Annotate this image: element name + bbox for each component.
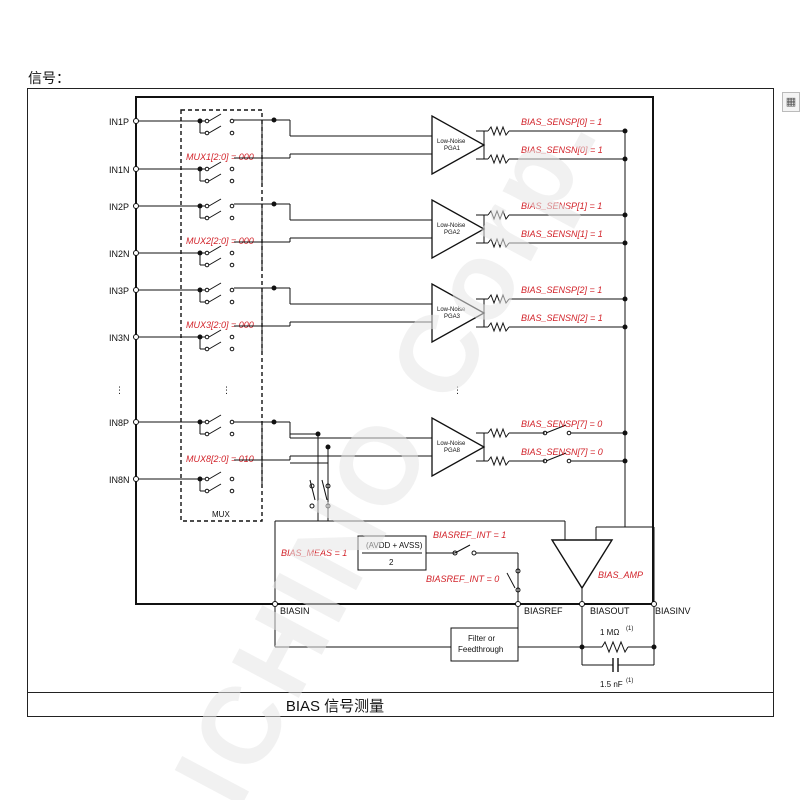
input-pin-label: IN8P — [109, 418, 129, 428]
input-pin-label: IN8N — [109, 475, 130, 485]
biasref-int-0-label: BIASREF_INT = 0 — [426, 574, 499, 584]
bias-amp — [550, 539, 614, 590]
page-label: 信号： — [28, 70, 70, 86]
input-pin — [133, 287, 139, 293]
pga-name: PGA2 — [444, 230, 461, 236]
mux-setting: MUX3[2:0] = 000 — [186, 320, 254, 330]
mux-setting: MUX2[2:0] = 000 — [186, 236, 254, 246]
bias-sens-label: BIAS_SENSP[1] = 1 — [521, 201, 602, 211]
resistor-value: 1 MΩ — [600, 628, 619, 637]
bias-sens-label: BIAS_SENSP[2] = 1 — [521, 285, 602, 295]
pin-biasref: BIASREF — [524, 606, 563, 616]
figure-caption: BIAS 信号测量 — [285, 698, 385, 715]
bias-sens-label: BIAS_SENSP[7] = 0 — [521, 419, 602, 429]
input-pin-label: IN3N — [109, 333, 130, 343]
bias-sens-label: BIAS_SENSN[0] = 1 — [521, 145, 603, 155]
sense-resistor — [487, 321, 510, 333]
feedback-resistor — [601, 640, 629, 654]
capacitor-note: (1) — [626, 678, 633, 684]
inputs-ellipsis: ⋮ — [115, 385, 124, 395]
filter-box — [450, 627, 519, 662]
bias-sens-label: BIAS_SENSP[0] = 1 — [521, 117, 602, 127]
filter-line1: Filter or — [468, 634, 495, 643]
input-pin-label: IN1N — [109, 165, 130, 175]
pga-ellipsis: ⋮ — [453, 385, 462, 395]
pga-name: PGA8 — [444, 448, 461, 454]
input-pin — [133, 250, 139, 256]
mux-setting: MUX1[2:0] = 000 — [186, 152, 254, 162]
sense-resistor — [487, 455, 510, 467]
pga-top-label: Low-Noise — [437, 139, 466, 145]
pin-biasout: BIASOUT — [590, 606, 630, 616]
figure-frame — [27, 88, 774, 717]
pga-triangle — [431, 282, 486, 344]
input-pin — [133, 334, 139, 340]
filter-line2: Feedthrough — [458, 645, 503, 654]
sense-resistor — [487, 209, 510, 221]
mux-setting: MUX8[2:0] = 010 — [186, 454, 254, 464]
biasref-int-1-label: BIASREF_INT = 1 — [433, 530, 506, 540]
bias-sens-label: BIAS_SENSN[7] = 0 — [521, 447, 603, 457]
bias-meas-label: BIAS_MEAS = 1 — [281, 548, 347, 558]
divider-numerator: (AVDD + AVSS) — [366, 541, 423, 550]
sense-resistor — [487, 237, 510, 249]
mux-box — [180, 109, 263, 522]
input-pin — [133, 476, 139, 482]
sense-resistor — [487, 125, 510, 137]
chip-outline — [135, 96, 654, 605]
sense-resistor — [487, 293, 510, 305]
input-pin — [133, 118, 139, 124]
pin-biasinv: BIASINV — [655, 606, 691, 616]
bias-sens-label: BIAS_SENSN[1] = 1 — [521, 229, 603, 239]
input-pin — [133, 166, 139, 172]
pga-top-label: Low-Noise — [437, 223, 466, 229]
pga-triangle — [431, 198, 486, 260]
pga-triangle — [431, 114, 486, 176]
bias-sens-label: BIAS_SENSN[2] = 1 — [521, 313, 603, 323]
pga-name: PGA3 — [444, 314, 461, 320]
mux-ellipsis: ⋮ — [222, 385, 231, 395]
divider-denominator: 2 — [389, 558, 394, 567]
input-pin — [133, 203, 139, 209]
mux-label: MUX — [212, 510, 230, 519]
pga-triangle — [431, 416, 486, 478]
bias-amp-label: BIAS_AMP — [598, 570, 643, 580]
input-pin-label: IN2N — [109, 249, 130, 259]
input-pin-label: IN2P — [109, 202, 129, 212]
input-pin-label: IN1P — [109, 117, 129, 127]
caption-divider — [27, 692, 774, 693]
pga-top-label: Low-Noise — [437, 307, 466, 313]
resistor-note: (1) — [626, 626, 633, 632]
input-pin — [133, 419, 139, 425]
pga-name: PGA1 — [444, 146, 461, 152]
sense-resistor — [487, 153, 510, 165]
sense-resistor — [487, 427, 510, 439]
capacitor-value: 1.5 nF — [600, 680, 623, 689]
pga-top-label: Low-Noise — [437, 441, 466, 447]
input-pins: IN1P IN1N IN2P IN2N IN3P IN3N IN8P IN8N — [109, 117, 139, 485]
pin-biasin: BIASIN — [280, 606, 310, 616]
input-pin-label: IN3P — [109, 286, 129, 296]
bias-meas-switches — [309, 479, 331, 509]
